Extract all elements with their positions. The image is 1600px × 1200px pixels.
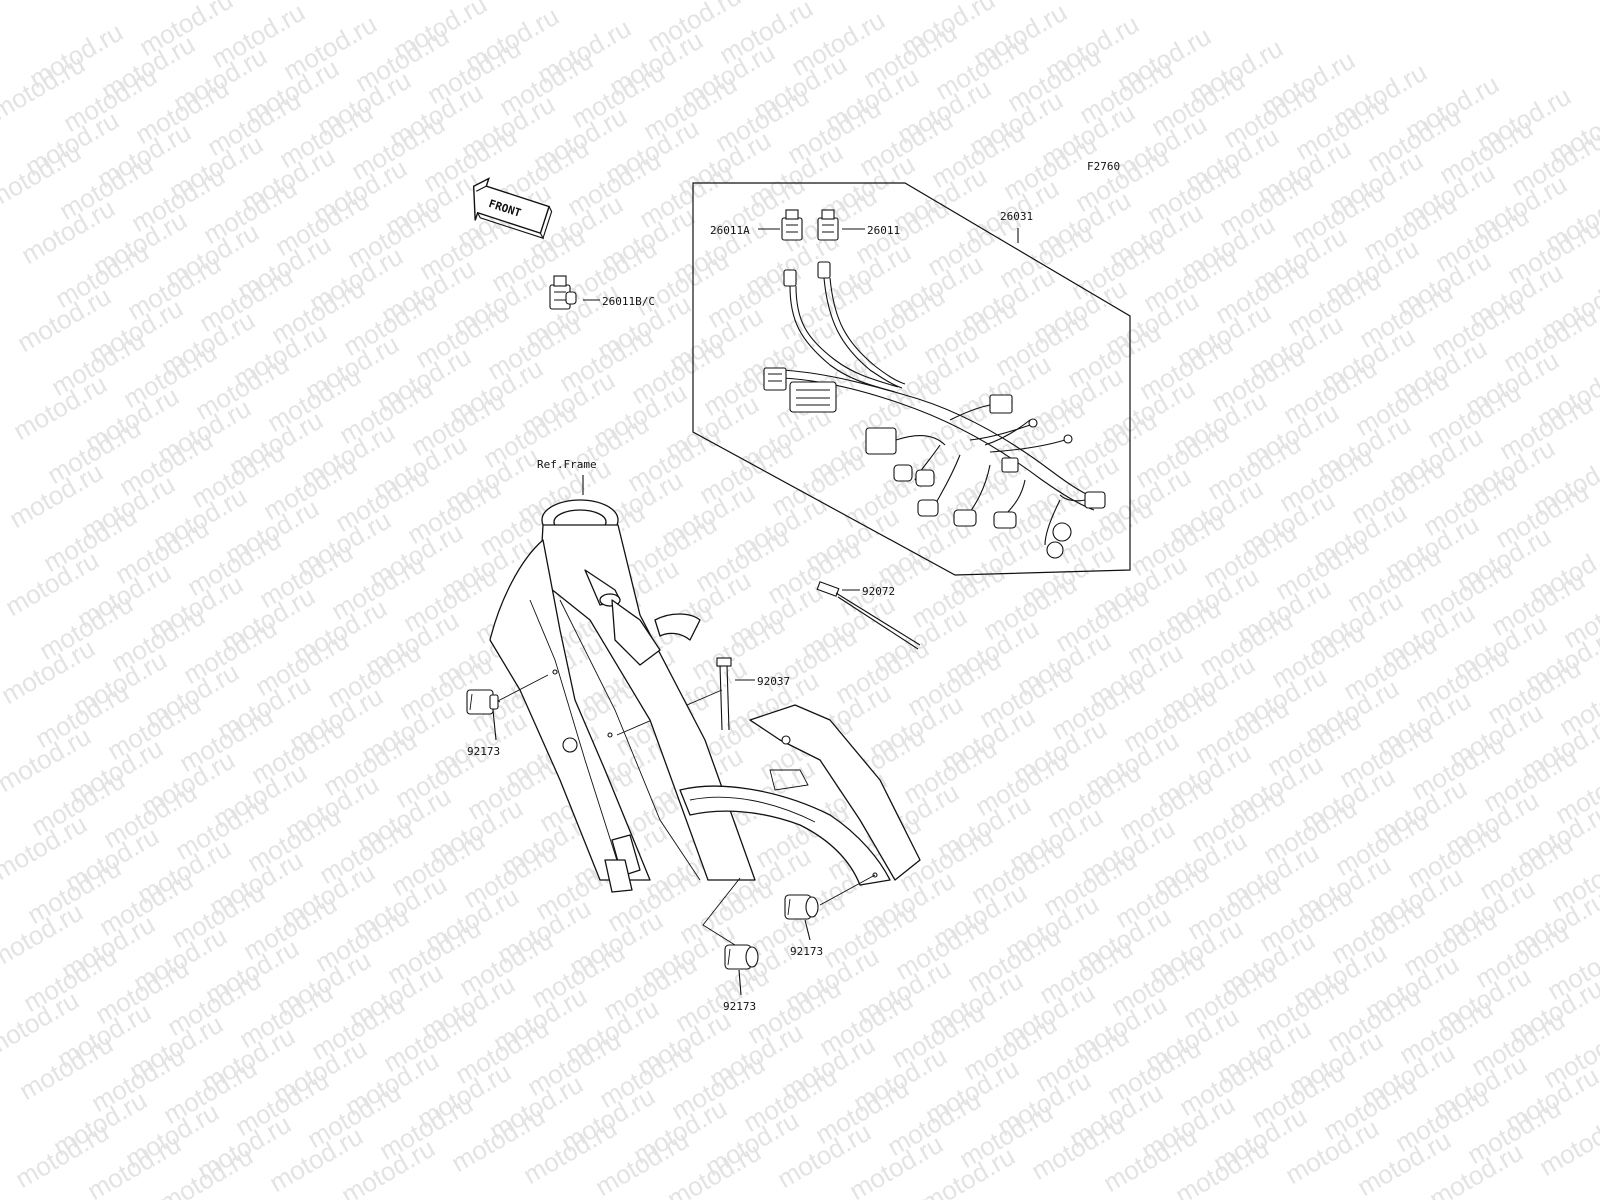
frame [489,499,921,893]
clamp-92173-bottom [724,944,759,970]
label-92173-bottom: 92173 [723,1000,756,1013]
relay-26011 [817,209,839,241]
label-26031: 26031 [1000,210,1033,223]
label-92072: 92072 [862,585,895,598]
clamp-92173-left [466,689,501,715]
label-26011: 26011 [867,224,900,237]
clamp-line-right [819,874,876,906]
leader-92173-right [804,919,811,941]
leader-92173-left [492,709,497,741]
harness-group-outline [692,182,1131,576]
figure-code: F2760 [1087,160,1120,173]
clamp-92173-right [784,894,819,920]
leader-92173-bottom [738,969,742,996]
label-26011BC: 26011B/C [602,295,655,308]
wire-harness-26031 [763,261,1106,559]
front-arrow-icon: FRONT [472,177,553,240]
relay-26011A [781,209,803,241]
label-92173-left: 92173 [467,745,500,758]
cable-tie-92072 [816,581,921,650]
clamp-line-left [495,674,549,703]
clamp-line-bottom [702,877,741,946]
label-26011A: 26011A [710,224,750,237]
label-92037: 92037 [757,675,790,688]
label-92173-right: 92173 [790,945,823,958]
label-ref-frame: Ref.Frame [537,458,597,471]
relay-26011BC [549,275,577,310]
